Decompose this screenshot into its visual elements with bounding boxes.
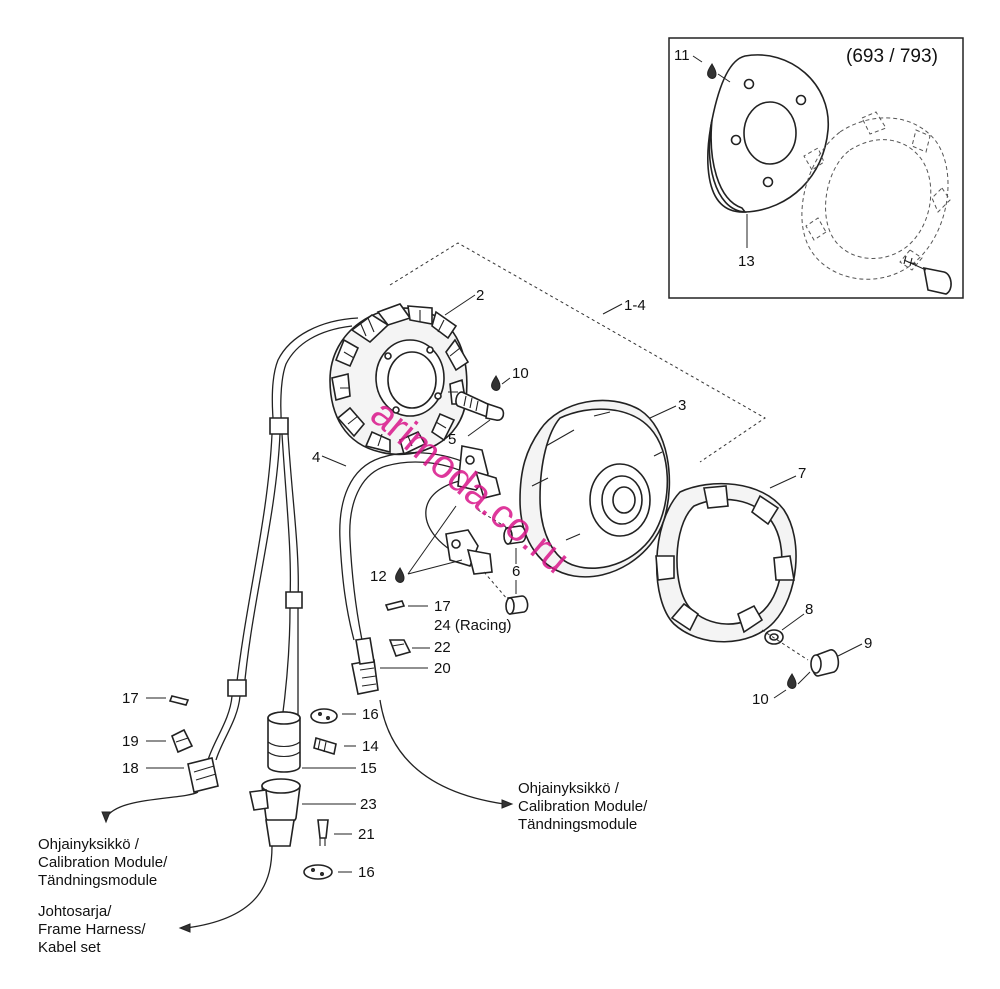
module-note-left-line2: Calibration Module/ [38, 854, 168, 871]
callout-7: 7 [798, 465, 806, 482]
drop-icon [707, 63, 717, 79]
arrow-head [178, 923, 191, 933]
notes-module-left: Ohjainyksikkö / Calibration Module/ Tänd… [38, 836, 168, 889]
part-15-housing[interactable]: 15 [267, 711, 377, 777]
callout-13: 13 [738, 253, 755, 270]
part-3-flywheel[interactable]: 3 [519, 397, 686, 578]
callout-14: 14 [362, 738, 379, 755]
part-7-trigger-wheel[interactable]: 7 [655, 465, 806, 643]
part-4-trigger-coil[interactable]: 4 [312, 445, 501, 641]
part-16-seal-upper[interactable]: 16 [310, 706, 379, 724]
drop-icon [787, 673, 797, 689]
part-16-seal-lower[interactable]: 16 [303, 864, 375, 881]
part-6-screw[interactable]: 6 [477, 509, 529, 615]
module-note-left-line1: Ohjainyksikkö / [38, 836, 140, 853]
notes-module-right: Ohjainyksikkö / Calibration Module/ Tänd… [518, 780, 648, 833]
harness-note-line1: Johtosarja/ [38, 903, 112, 920]
part-20-connector[interactable]: 20 [351, 637, 514, 809]
callout-10-lower-label: 10 [752, 691, 769, 708]
arrow-head [501, 799, 514, 809]
part-17-pin-left[interactable]: 17 [122, 690, 190, 707]
part-5-screw[interactable]: 5 10 [448, 365, 529, 448]
module-note-right-line3: Tändningsmodule [518, 816, 637, 833]
part-2-stator[interactable]: 2 [329, 287, 484, 456]
callout-19: 19 [122, 733, 139, 750]
inset-frame [668, 37, 964, 299]
callout-12-label: 12 [370, 568, 387, 585]
module-note-right-line2: Calibration Module/ [518, 798, 648, 815]
module-note-right-line1: Ohjainyksikkö / [518, 780, 620, 797]
part-19-clip[interactable]: 19 [122, 728, 194, 754]
callout-17-left: 17 [122, 690, 139, 707]
harness-note-line3: Kabel set [38, 939, 101, 956]
harness-note-line2: Frame Harness/ [38, 921, 146, 938]
module-note-left-line3: Tändningsmodule [38, 872, 157, 889]
part-9-bolt[interactable]: 9 [761, 629, 872, 677]
part-14-terminal[interactable]: 14 [313, 736, 379, 756]
part-13-spacer-ring[interactable] [707, 54, 829, 213]
assembly-bracket-1-4: 1-4 [389, 242, 766, 463]
part-22-clip[interactable]: 22 [388, 639, 451, 657]
inset-panel: (693 / 793) 11 13 [668, 37, 964, 299]
callout-11: 11 [674, 47, 690, 64]
stator-wire-harness [207, 317, 359, 761]
callout-4: 4 [312, 449, 320, 466]
callout-24-racing: 24 (Racing) [434, 617, 512, 634]
callout-5: 5 [448, 431, 456, 448]
callout-12: 12 [370, 505, 463, 585]
part-18-connector[interactable]: 18 [101, 757, 219, 824]
callout-16-lower: 16 [358, 864, 375, 881]
part-21-pin[interactable]: 21 [317, 819, 375, 846]
callout-17-right: 17 [434, 598, 451, 615]
callout-3: 3 [678, 397, 686, 414]
drop-icon [491, 375, 501, 391]
callout-22: 22 [434, 639, 451, 656]
callout-16-upper: 16 [362, 706, 379, 723]
callout-1-4: 1-4 [624, 297, 646, 314]
inset-screw [903, 255, 952, 295]
callout-10-lower: 10 [752, 671, 811, 708]
callout-10-upper: 10 [512, 365, 529, 382]
callout-20: 20 [434, 660, 451, 677]
inset-rotor-outline [801, 111, 951, 280]
callout-15: 15 [360, 760, 377, 777]
callout-18: 18 [122, 760, 139, 777]
part-17-pin-right[interactable]: 17 [384, 598, 451, 615]
drop-icon [395, 567, 405, 583]
inset-title: (693 / 793) [846, 46, 938, 67]
arrow-head [101, 811, 111, 824]
part-23-boot[interactable]: 23 [178, 778, 377, 933]
callout-8: 8 [805, 601, 813, 618]
callout-23: 23 [360, 796, 377, 813]
callout-9: 9 [864, 635, 872, 652]
callout-2: 2 [476, 287, 484, 304]
callout-21: 21 [358, 826, 375, 843]
callout-6: 6 [512, 563, 520, 580]
notes-harness: Johtosarja/ Frame Harness/ Kabel set [38, 903, 146, 956]
